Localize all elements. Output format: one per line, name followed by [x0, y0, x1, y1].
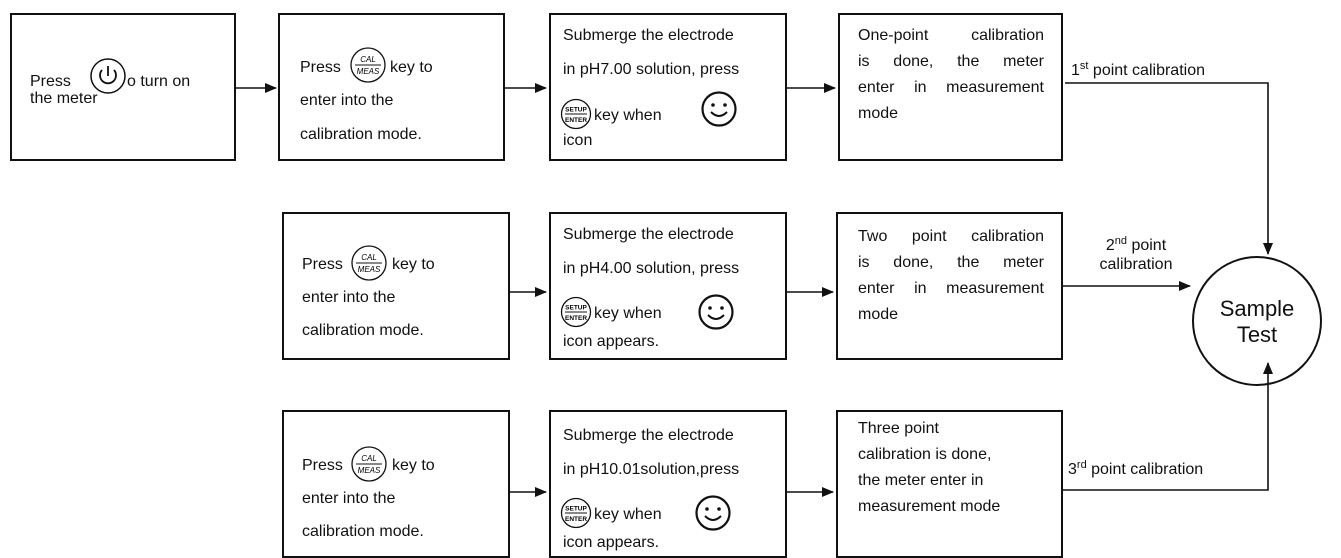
step-text: the meter enter in [858, 472, 984, 489]
step-text-block: Two point calibration is done, the meter… [858, 227, 1044, 331]
svg-text:ENTER: ENTER [565, 516, 587, 523]
smiley-icon [701, 91, 737, 127]
sample-test-node: Sample Test [1192, 256, 1322, 386]
svg-text:SETUP: SETUP [565, 506, 587, 513]
step-text: enter in measurement [858, 280, 1044, 297]
svg-text:SETUP: SETUP [565, 107, 587, 114]
step-text: Press [302, 256, 343, 273]
step-text: key to [390, 59, 433, 76]
svg-text:MEAS: MEAS [358, 466, 381, 475]
step-text: Press [302, 457, 343, 474]
sample-test-line2: Test [1236, 322, 1278, 347]
step-box-enter-calibration: Press CAL MEAS key to enter into the cal… [282, 410, 510, 558]
step-box-enter-calibration: Press CAL MEAS key to enter into the cal… [278, 13, 505, 161]
step-text: calibration mode. [302, 523, 424, 540]
svg-text:CAL: CAL [360, 55, 376, 64]
step-text: enter into the [300, 92, 394, 109]
svg-text:CAL: CAL [361, 253, 377, 262]
step-text: in pH4.00 solution, press [563, 260, 740, 277]
step-text: in pH10.01solution,press [563, 461, 740, 478]
step-text: mode [858, 105, 899, 122]
step-text: the meter [30, 90, 98, 107]
path-row1-to-sample [1065, 82, 1273, 255]
smiley-icon [698, 294, 734, 330]
step-text: Submerge the electrode [563, 226, 734, 243]
step-text: o turn on [127, 73, 191, 90]
step-box-two-point-done: Two point calibration is done, the meter… [836, 212, 1063, 360]
cal-meas-key-icon: CAL MEAS [351, 245, 387, 281]
step-text: icon [563, 132, 593, 149]
step-text: icon appears. [563, 534, 660, 551]
svg-text:ENTER: ENTER [565, 315, 587, 322]
step-text: enter into the [302, 289, 396, 306]
step-text: calibration is done, [858, 446, 992, 463]
step-text: Submerge the electrode [563, 427, 734, 444]
step-box-submerge-ph4: Submerge the electrode in pH4.00 solutio… [549, 212, 787, 360]
cal-meas-key-icon: CAL MEAS [350, 47, 386, 83]
step-text: is done, the meter [858, 53, 1044, 70]
step-text-block: Three point calibration is done, the met… [858, 419, 1044, 523]
step-text: enter in measurement [858, 79, 1044, 96]
svg-text:MEAS: MEAS [358, 265, 381, 274]
step-text: key to [392, 256, 435, 273]
step-text: Two point calibration [858, 228, 1044, 245]
step-box-three-point-done: Three point calibration is done, the met… [836, 410, 1063, 558]
power-icon [90, 58, 126, 94]
step-box-enter-calibration: Press CAL MEAS key to enter into the cal… [282, 212, 510, 360]
step-box-power-on: Press o turn on the meter [10, 13, 236, 161]
step-text: in pH7.00 solution, press [563, 61, 740, 78]
step-text: key when [594, 506, 662, 523]
svg-text:SETUP: SETUP [565, 305, 587, 312]
path-row3-to-sample [1063, 362, 1273, 491]
svg-text:CAL: CAL [361, 454, 377, 463]
step-text: calibration mode. [300, 126, 422, 143]
step-box-submerge-ph7: Submerge the electrode in pH7.00 solutio… [549, 13, 787, 161]
svg-text:ENTER: ENTER [565, 117, 587, 124]
sample-test-line1: Sample [1219, 296, 1295, 321]
setup-enter-key-icon: SETUP ENTER [560, 497, 592, 529]
step-text: icon appears. [563, 333, 660, 350]
step-text: Submerge the electrode [563, 27, 734, 44]
smiley-icon [695, 495, 731, 531]
step-text: key when [594, 305, 662, 322]
step-text: measurement mode [858, 498, 1001, 515]
third-point-calibration-label: 3rd point calibration [1068, 459, 1204, 479]
step-text: is done, the meter [858, 254, 1044, 271]
first-point-calibration-label: 1st point calibration [1071, 60, 1205, 80]
setup-enter-key-icon: SETUP ENTER [560, 98, 592, 130]
step-text: Press [300, 59, 341, 76]
step-text: One-point calibration [858, 27, 1044, 44]
step-box-submerge-ph10: Submerge the electrode in pH10.01solutio… [549, 410, 787, 558]
step-text: calibration mode. [302, 322, 424, 339]
step-box-one-point-done: One-point calibration is done, the meter… [838, 13, 1063, 161]
step-text: key when [594, 107, 662, 124]
setup-enter-key-icon: SETUP ENTER [560, 296, 592, 328]
step-text: mode [858, 306, 899, 323]
cal-meas-key-icon: CAL MEAS [351, 446, 387, 482]
step-text: key to [392, 457, 435, 474]
step-text-block: One-point calibration is done, the meter… [858, 26, 1044, 130]
second-point-calibration-label: 2nd point calibration [1099, 235, 1173, 274]
svg-text:MEAS: MEAS [357, 67, 380, 76]
step-text: Press [30, 73, 71, 90]
step-text: Three point [858, 420, 939, 437]
step-text: enter into the [302, 490, 396, 507]
